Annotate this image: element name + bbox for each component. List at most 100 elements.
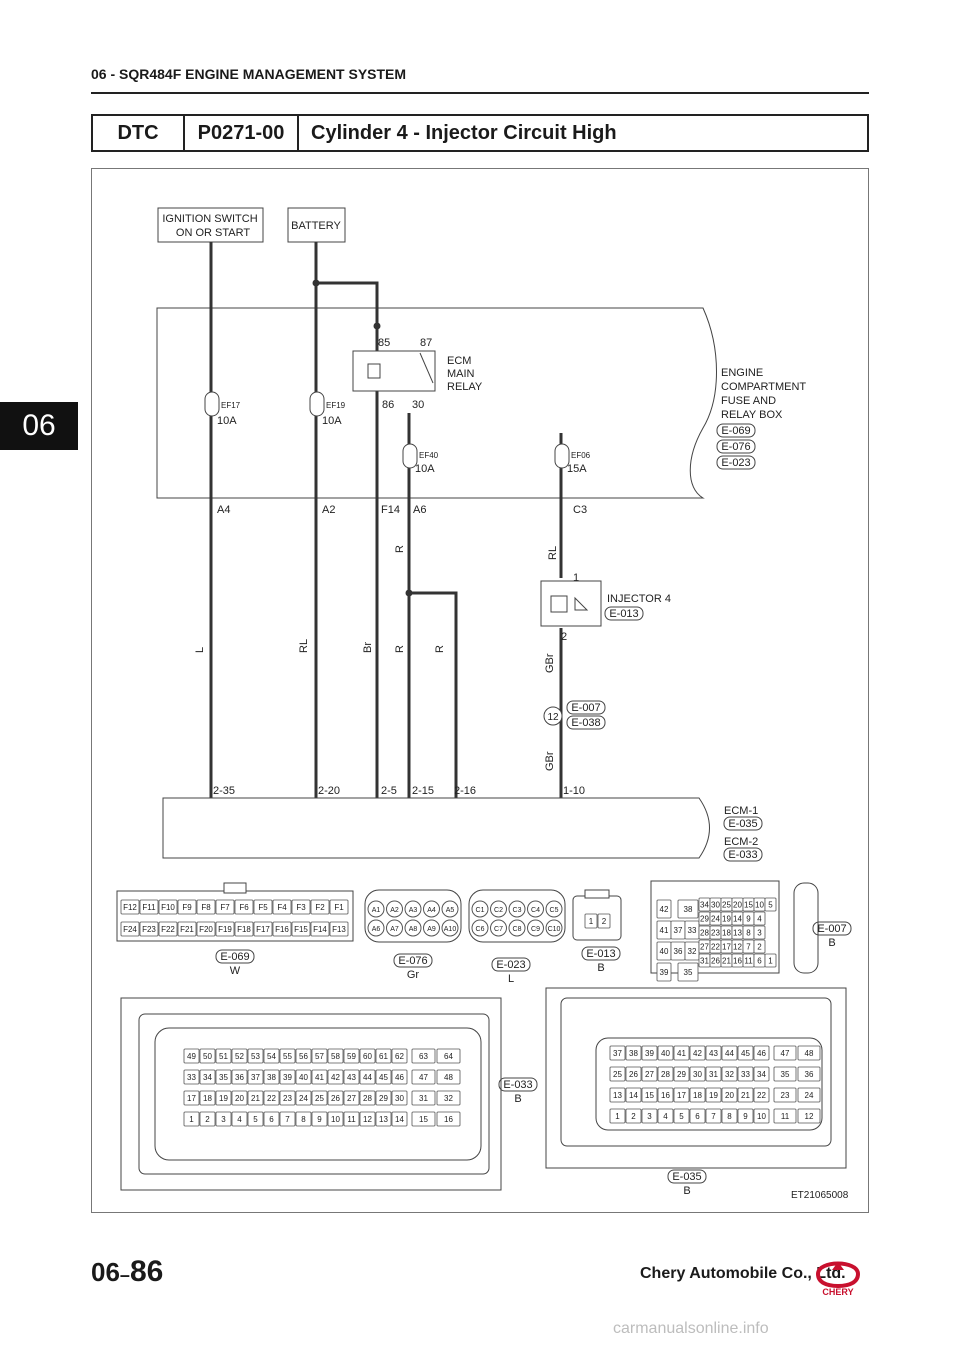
connector-ref: E-033 <box>503 1079 532 1091</box>
pin-cell <box>234 921 254 937</box>
ignition-switch-label-2: ON OR START <box>176 227 250 239</box>
pin-cell <box>231 1111 248 1127</box>
pin-label: 12 <box>733 943 742 952</box>
header-rule <box>91 92 869 94</box>
pin-cell <box>677 899 699 919</box>
pin-label: 11 <box>781 1112 790 1121</box>
pin-label: 27 <box>347 1094 356 1103</box>
pin-cell <box>773 1066 797 1082</box>
fuse-box-label-4: RELAY BOX <box>721 409 783 421</box>
pin-label: 39 <box>283 1073 292 1082</box>
pin-cell <box>737 1066 754 1082</box>
pin-cell <box>737 1087 754 1103</box>
pin-cell <box>263 1090 280 1106</box>
pin-cell <box>295 1048 312 1064</box>
pin-label: 25 <box>613 1070 622 1079</box>
pin-label: 36 <box>674 947 683 956</box>
connector-side <box>793 882 819 974</box>
pin-label: 32 <box>444 1094 453 1103</box>
pin-cell <box>391 1111 408 1127</box>
connector-ref-badge <box>393 953 433 968</box>
pin-label: 37 <box>613 1049 622 1058</box>
pin-cell <box>545 919 563 937</box>
ecm2-ref: E-033 <box>723 847 763 862</box>
pin-label: C4 <box>531 907 540 914</box>
pin-cell <box>215 899 235 915</box>
pin-cell <box>279 1111 296 1127</box>
pin-cell <box>359 1111 376 1127</box>
pin-label: 33 <box>688 926 697 935</box>
pin-cell <box>436 1090 461 1106</box>
pin-label: F10 <box>161 903 175 912</box>
pin-label: 38 <box>629 1049 638 1058</box>
pin-cell <box>375 1069 392 1085</box>
pin-label: C1 <box>476 907 485 914</box>
svg-text:E-013: E-013 <box>609 608 638 620</box>
pin-label: 8 <box>301 1115 306 1124</box>
pin-cell <box>609 1108 626 1124</box>
pin-cell <box>436 1048 461 1064</box>
pin-label: 31 <box>700 957 709 966</box>
pin-cell <box>423 919 440 937</box>
dtc-label: DTC <box>93 116 185 150</box>
pin-cell <box>247 1111 264 1127</box>
pin-cell <box>272 899 292 915</box>
pin-label: 11 <box>347 1115 356 1124</box>
pin-label: 43 <box>347 1073 356 1082</box>
connector-color: B <box>597 962 604 974</box>
wire-color-9: GBr <box>544 751 556 771</box>
pin-label: 21 <box>741 1091 750 1100</box>
pin-label: 4 <box>237 1115 242 1124</box>
pin-label: 24 <box>299 1094 308 1103</box>
pin-label: 18 <box>722 929 731 938</box>
pin-label: F18 <box>237 925 251 934</box>
pin-cell <box>215 1048 232 1064</box>
pin-cell <box>411 1111 436 1127</box>
pin-label: 13 <box>613 1091 622 1100</box>
connector-pinfield <box>595 1037 823 1131</box>
pin-cell <box>411 1090 436 1106</box>
pin-label: 20 <box>725 1091 734 1100</box>
pin-label: F6 <box>239 903 249 912</box>
connector-ref: E-069 <box>220 951 249 963</box>
pin-label: 34 <box>757 1070 766 1079</box>
pin-label: F7 <box>220 903 230 912</box>
pin-label: 34 <box>700 901 709 910</box>
pin-cell <box>359 1069 376 1085</box>
pin-label: 2 <box>757 943 762 952</box>
pin-label: 58 <box>331 1052 340 1061</box>
pin-cell <box>625 1087 642 1103</box>
pin-label: 57 <box>315 1052 324 1061</box>
pin-cell <box>343 1090 360 1106</box>
pin-label: 22 <box>757 1091 766 1100</box>
pin-label: 53 <box>251 1052 260 1061</box>
fuse-box-label-1: ENGINE <box>721 367 763 379</box>
pin-label: 34 <box>203 1073 212 1082</box>
pin-cell <box>295 1090 312 1106</box>
pin-cell <box>253 899 273 915</box>
svg-text:INJECTOR 4: INJECTOR 4 <box>607 593 671 605</box>
pin-cell <box>673 1066 690 1082</box>
fuse-box-label-3: FUSE AND <box>721 395 776 407</box>
pin-label: 30 <box>693 1070 702 1079</box>
pin-label: 14 <box>629 1091 638 1100</box>
svg-text:E-033: E-033 <box>728 849 757 861</box>
pin-label: 48 <box>444 1073 453 1082</box>
pin-label: 1 <box>189 1115 194 1124</box>
connector-color: L <box>508 973 514 985</box>
ecm-pin-1-10: 1-10 <box>563 785 585 797</box>
pin-cell <box>295 1069 312 1085</box>
pin-label: 60 <box>363 1052 372 1061</box>
pin-cell <box>753 1087 770 1103</box>
pin-label: 7 <box>285 1115 290 1124</box>
pin-label: A3 <box>409 907 418 914</box>
pin-cell <box>657 1087 674 1103</box>
pin-cell <box>773 1087 797 1103</box>
pin-cell <box>199 1111 216 1127</box>
pin-label: 1 <box>615 1112 620 1121</box>
connector-shell <box>120 997 502 1191</box>
